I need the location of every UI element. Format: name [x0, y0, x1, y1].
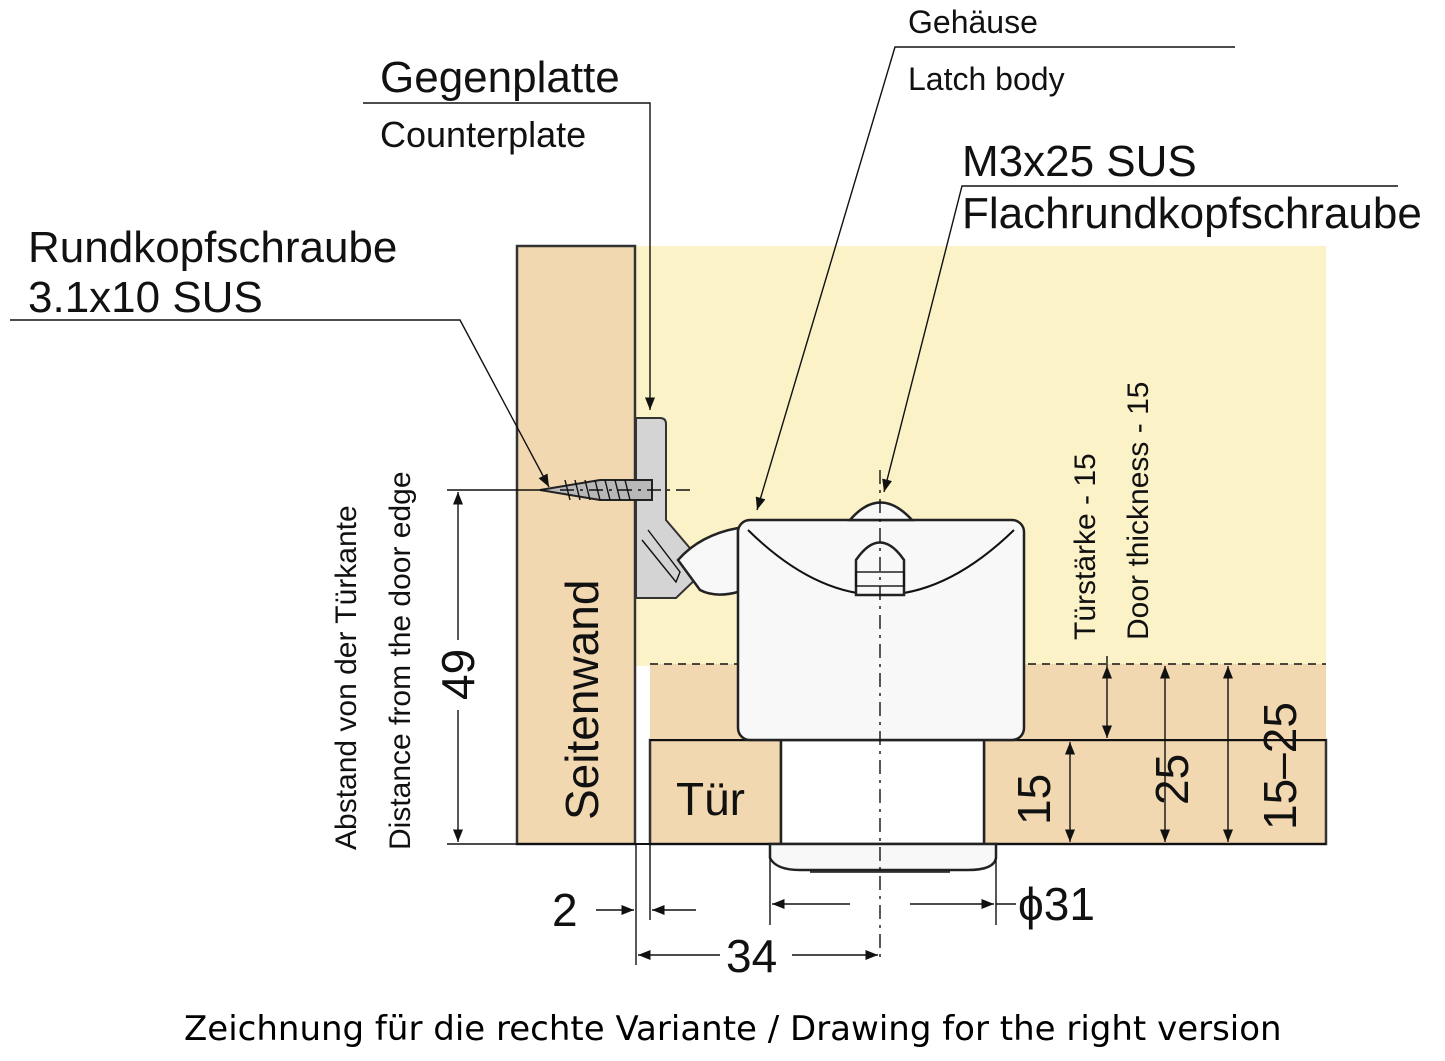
label-screw2-line2: Flachrundkopfschraube — [962, 189, 1422, 238]
label-thickness-de: Türstärke - 15 — [1069, 453, 1102, 640]
screw-head — [847, 501, 915, 522]
label-distance-en: Distance from the door edge — [384, 471, 417, 850]
label-side-wall: Seitenwand — [556, 580, 608, 820]
dim-34: 34 — [726, 930, 777, 982]
bore-hole — [779, 738, 986, 846]
caption: Zeichnung für die rechte Variante / Draw… — [184, 1009, 1282, 1049]
label-door: Tür — [676, 773, 745, 825]
latch-button-base — [768, 842, 998, 872]
dim-2: 2 — [552, 884, 578, 936]
dim-49: 49 — [432, 649, 484, 700]
door-right-panel — [982, 738, 1328, 846]
label-housing-en: Latch body — [908, 61, 1065, 97]
dim-15: 15 — [1008, 774, 1060, 825]
label-counterplate-de: Gegenplatte — [380, 53, 620, 102]
label-thickness-en: Door thickness - 15 — [1122, 382, 1155, 640]
label-housing-de: Gehäuse — [908, 4, 1038, 40]
label-screw1-line1: Rundkopfschraube — [28, 223, 397, 272]
label-distance-de: Abstand von der Türkante — [330, 505, 363, 850]
dim-phi31: ϕ31 — [1018, 878, 1095, 930]
dim-15-25: 15–25 — [1254, 702, 1306, 830]
label-screw2-line1: M3x25 SUS — [962, 137, 1197, 186]
dim-25: 25 — [1146, 754, 1198, 805]
side-wall — [515, 244, 637, 846]
label-counterplate-en: Counterplate — [380, 114, 586, 155]
label-screw1-line2: 3.1x10 SUS — [28, 273, 263, 322]
